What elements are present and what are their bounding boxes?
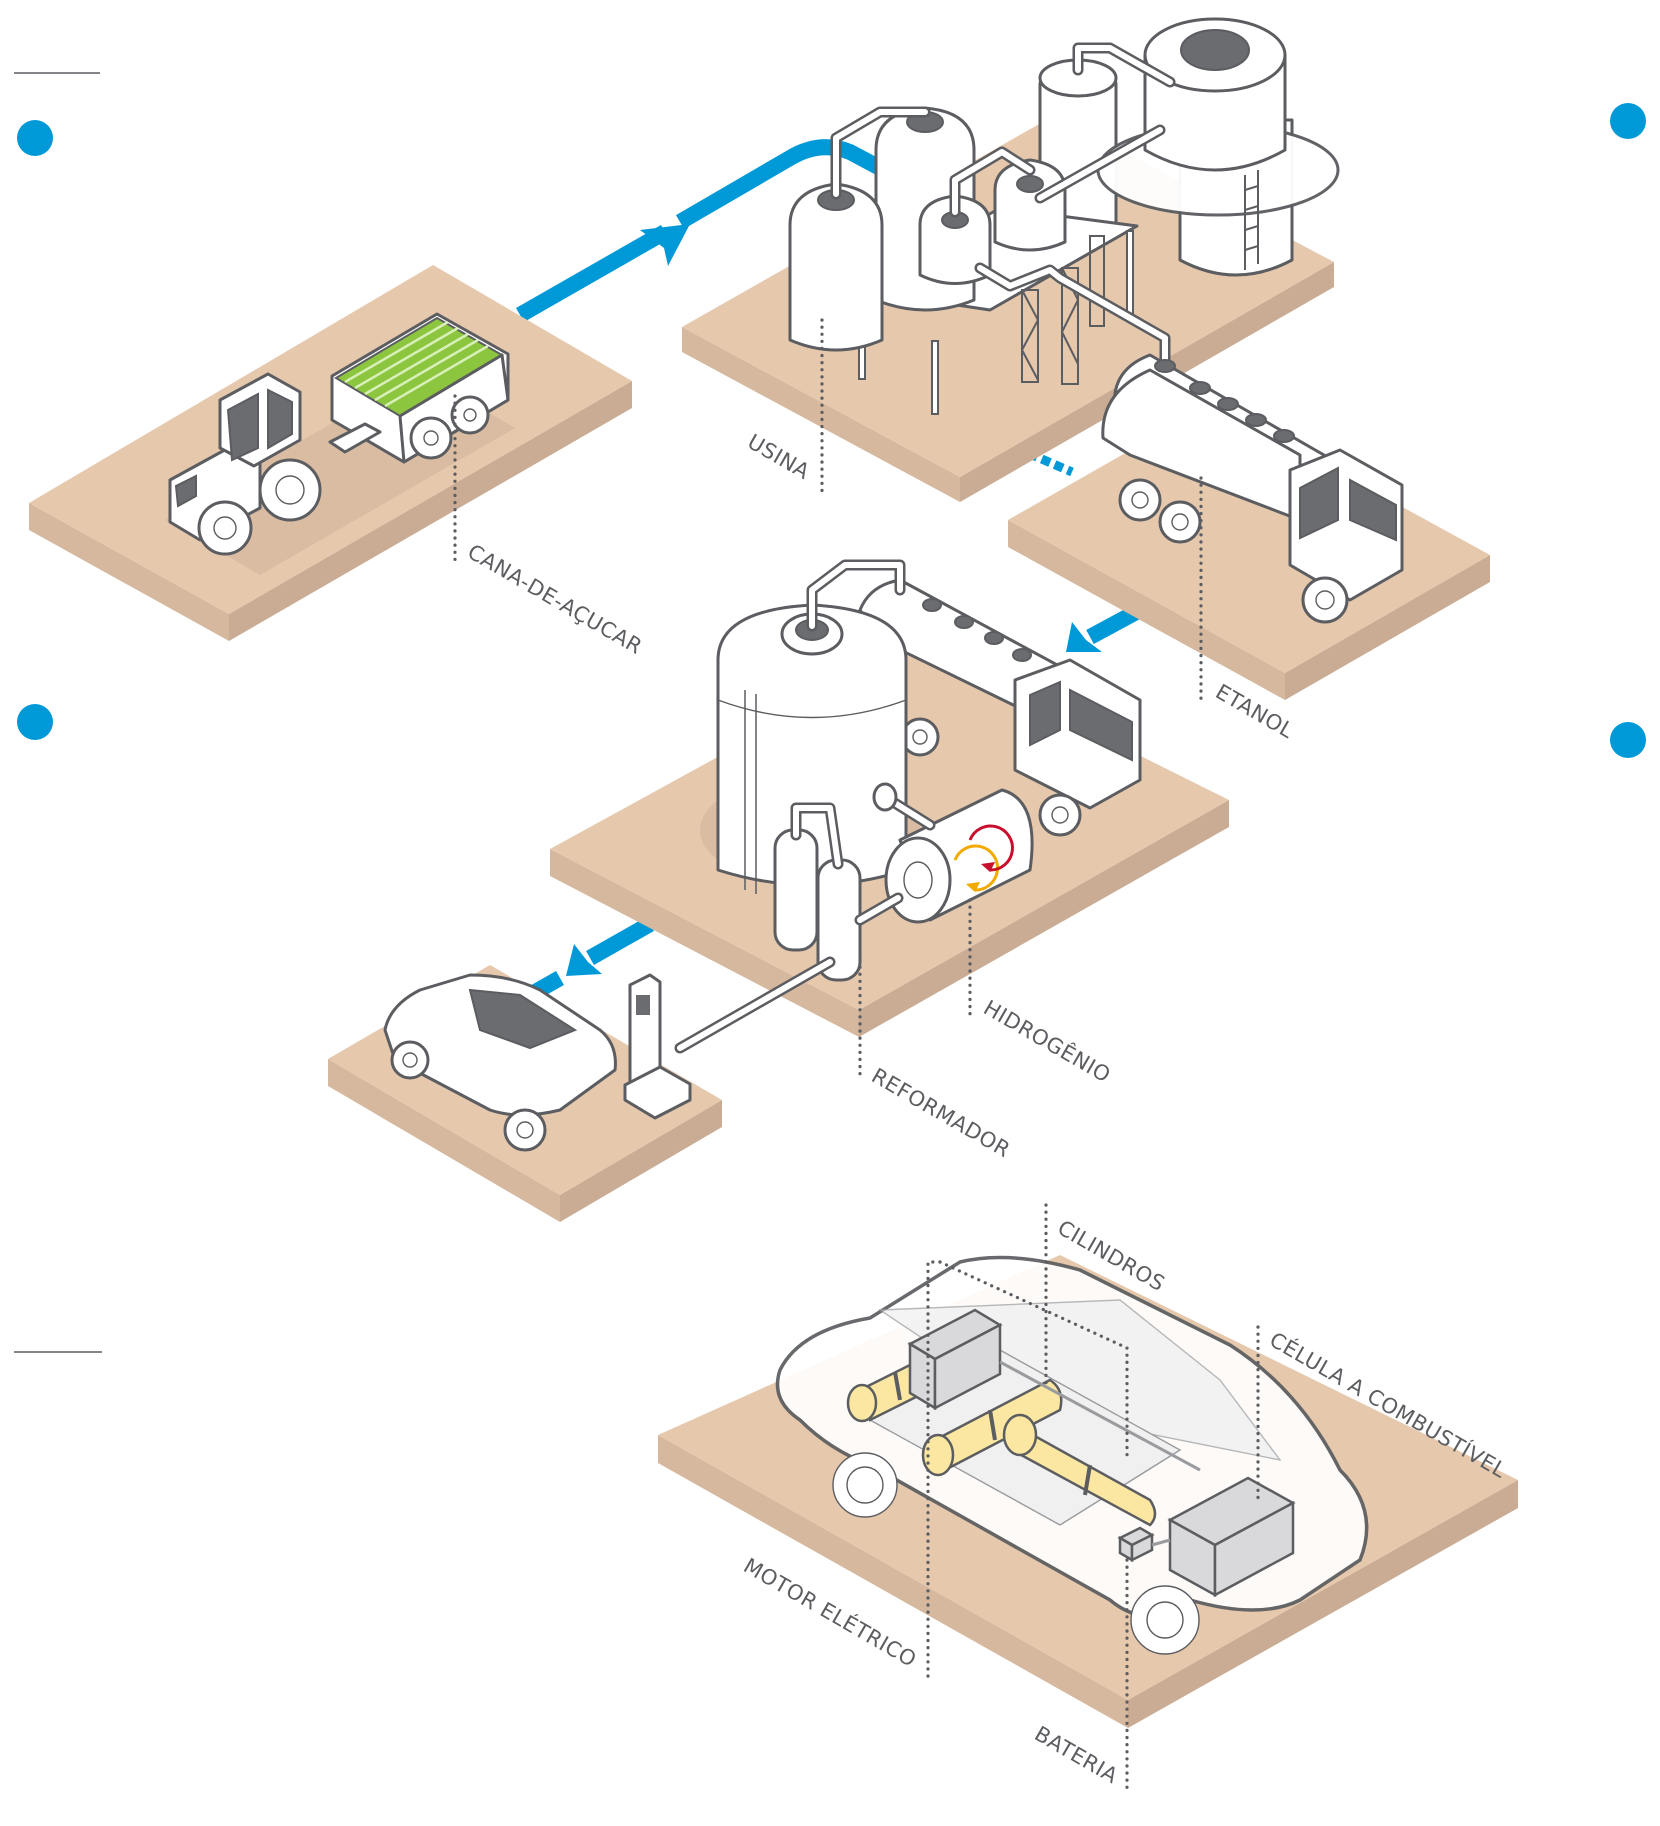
flow-arrow-cana-to-usina	[516, 139, 884, 322]
label-hidrogenio: HIDROGÊNIO	[980, 995, 1116, 1088]
label-cana: CANA-DE-AÇUCAR	[464, 540, 647, 660]
label-reformador: REFORMADOR	[868, 1064, 1015, 1163]
electric-motor-box	[907, 1308, 1003, 1411]
label-usina: USINA	[744, 430, 815, 485]
reformer-plant-icon	[674, 559, 1142, 1054]
leader-line	[938, 1260, 1129, 1462]
tractor-trailer-icon	[168, 312, 510, 556]
marker-dot	[1610, 103, 1646, 139]
marker-dot	[1610, 722, 1646, 758]
distillery-plant-icon	[788, 17, 1340, 415]
marker-dot	[17, 704, 53, 740]
flow-arrow-etanol-to-reformador	[1066, 602, 1144, 652]
marker-dot	[17, 120, 53, 156]
car-at-pump-icon	[383, 973, 692, 1152]
hydrogen-cylinders	[846, 1348, 1157, 1527]
platform-etanol	[1008, 403, 1490, 700]
flow-arrow-usina-to-etanol	[1014, 443, 1074, 477]
label-bateria: BATERIA	[1031, 1722, 1123, 1789]
fuel-cell-box	[1167, 1476, 1296, 1598]
battery-box	[1117, 1526, 1155, 1563]
leader-line	[926, 1260, 942, 1684]
tanker-truck-icon	[1101, 353, 1404, 624]
fuel-cell-car-icon	[775, 1255, 1369, 1655]
